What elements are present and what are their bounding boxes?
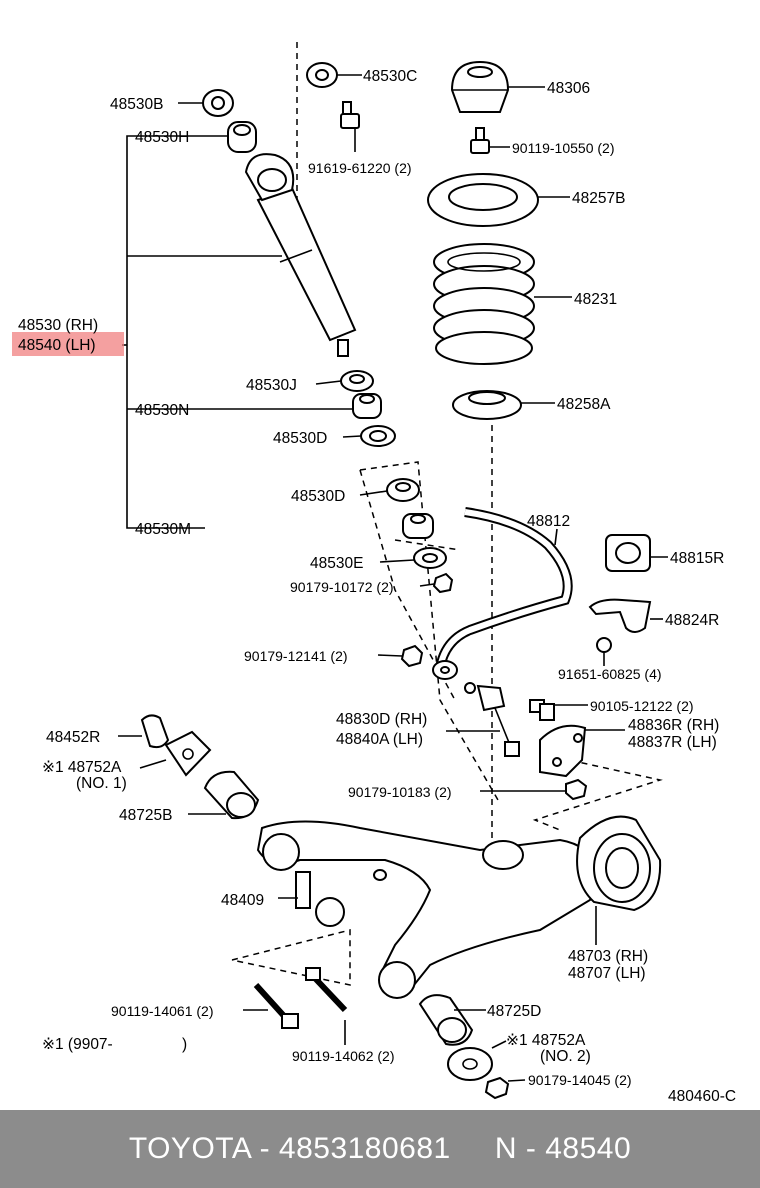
bolt-91651-60825[interactable]	[596, 637, 612, 653]
bushing-48725B[interactable]	[203, 770, 260, 820]
bushing-48530M[interactable]	[402, 513, 434, 539]
label-48530-rh[interactable]: 48530 (RH)	[18, 317, 98, 334]
label-90179-14045[interactable]: 90179-14045 (2)	[528, 1072, 632, 1088]
selected-part-highlight	[12, 332, 124, 356]
bolt-90119-14061[interactable]	[253, 982, 299, 1029]
label-48815R[interactable]: 48815R	[670, 550, 724, 567]
label-90119-14062[interactable]: 90119-14062 (2)	[292, 1048, 394, 1064]
bushing-48725D[interactable]	[418, 994, 474, 1046]
rear-suspension-exploded-diagram: 48530C 48306 48530B 48530H 90119-10550 (…	[12, 42, 736, 1105]
label-48837R-lh[interactable]: 48837R (LH)	[628, 734, 717, 751]
label-90179-12141[interactable]: 90179-12141 (2)	[244, 648, 348, 664]
cover-48452R[interactable]	[140, 714, 170, 749]
part-number-footer: TOYOTA - 4853180681 N - 48540	[0, 1110, 760, 1188]
label-48540-lh[interactable]: 48540 (LH)	[18, 337, 96, 354]
label-48257B[interactable]: 48257B	[572, 190, 625, 207]
label-48530H[interactable]: 48530H	[135, 129, 189, 146]
washer-48530E[interactable]	[413, 547, 447, 569]
bolt-48409[interactable]	[295, 871, 345, 927]
leader-lines	[118, 74, 668, 1082]
label-48530C[interactable]: 48530C	[363, 68, 417, 85]
label-48752A-no1-note: (NO. 1)	[76, 775, 127, 792]
spring-insulator-48258A[interactable]	[452, 390, 522, 420]
label-48725B[interactable]: 48725B	[119, 807, 172, 824]
lower-arm-48709[interactable]	[256, 820, 602, 999]
label-48530E[interactable]: 48530E	[310, 555, 363, 572]
label-48836R-rh[interactable]: 48836R (RH)	[628, 717, 719, 734]
stabilizer-bar-48812[interactable]	[432, 507, 573, 680]
label-48530M[interactable]: 48530M	[135, 521, 191, 538]
shock-bracket-lines	[122, 135, 355, 529]
part-labels: 48530C 48306 48530B 48530H 90119-10550 (…	[18, 68, 736, 1105]
label-48452R[interactable]: 48452R	[46, 729, 100, 746]
label-48530D-upper[interactable]: 48530D	[273, 430, 327, 447]
footer-part-number-text: TOYOTA - 4853180681 N - 48540	[128, 1132, 632, 1165]
label-90179-10183[interactable]: 90179-10183 (2)	[348, 784, 452, 800]
bushing-48530B[interactable]	[202, 89, 234, 117]
label-diagram-code: 480460-C	[668, 1088, 736, 1105]
spring-seat-48257B[interactable]	[427, 173, 539, 227]
washer-48530D-upper[interactable]	[360, 425, 396, 447]
label-48258A[interactable]: 48258A	[557, 396, 611, 413]
carrier-48703[interactable]	[576, 815, 662, 912]
label-48409[interactable]: 48409	[221, 892, 264, 909]
label-48824R[interactable]: 48824R	[665, 612, 719, 629]
label-48752A-no2-note: (NO. 2)	[540, 1048, 591, 1065]
label-48530B[interactable]: 48530B	[110, 96, 163, 113]
washer-48530D-lower[interactable]	[386, 478, 420, 502]
label-48306[interactable]: 48306	[547, 80, 590, 97]
nut-90179-10183[interactable]	[565, 778, 588, 801]
bolt-90105-12122[interactable]	[529, 699, 555, 721]
label-48530J[interactable]: 48530J	[246, 377, 297, 394]
label-48231[interactable]: 48231	[574, 291, 617, 308]
bump-stopper-48306[interactable]	[450, 60, 510, 113]
label-90119-10550[interactable]: 90119-10550 (2)	[512, 140, 614, 156]
bolt-90119-10550[interactable]	[470, 127, 490, 154]
coil-spring-48231[interactable]	[433, 243, 535, 365]
assembly-guide-lines	[231, 42, 663, 986]
bracket-48824R[interactable]	[588, 598, 652, 633]
label-90119-14061[interactable]: 90119-14061 (2)	[111, 1003, 213, 1019]
label-48752A-no1[interactable]: ※1 48752A	[42, 759, 122, 776]
label-48707-lh[interactable]: 48707 (LH)	[568, 965, 646, 982]
nut-90179-10172[interactable]	[432, 572, 454, 594]
label-48840A-lh[interactable]: 48840A (LH)	[336, 731, 423, 748]
bushing-48530H[interactable]	[227, 121, 257, 153]
stopper-48752A-no1[interactable]	[164, 730, 212, 777]
label-91619-61220[interactable]: 91619-61220 (2)	[308, 160, 412, 176]
label-48752A-no2[interactable]: ※1 48752A	[506, 1032, 586, 1049]
nut-90179-12141[interactable]	[400, 644, 424, 668]
label-48725D[interactable]: 48725D	[487, 1003, 541, 1020]
label-footnote-9907: ※1 (9907-	[42, 1036, 113, 1053]
bolt-91619-61220[interactable]	[340, 101, 360, 129]
bracket-48837R[interactable]	[539, 724, 587, 778]
label-footnote-9907-close: )	[182, 1036, 187, 1053]
bushing-48530C[interactable]	[306, 62, 338, 88]
bushing-48530J[interactable]	[340, 370, 374, 392]
stopper-48752A-no2[interactable]	[447, 1047, 493, 1081]
stabilizer-bushing-48815R[interactable]	[605, 534, 651, 572]
bolt-90119-14062[interactable]	[305, 967, 348, 1013]
label-48530N[interactable]: 48530N	[135, 402, 189, 419]
link-48840A[interactable]	[464, 682, 520, 757]
label-48703-rh[interactable]: 48703 (RH)	[568, 948, 648, 965]
label-48530D-lower[interactable]: 48530D	[291, 488, 345, 505]
label-90179-10172[interactable]: 90179-10172 (2)	[290, 579, 394, 595]
label-48830D-rh[interactable]: 48830D (RH)	[336, 711, 427, 728]
nut-90179-14045[interactable]	[484, 1076, 510, 1100]
bushing-48530N[interactable]	[352, 393, 382, 419]
label-91651-60825[interactable]: 91651-60825 (4)	[558, 666, 662, 682]
shock-absorber-48540[interactable]	[244, 153, 357, 357]
label-90105-12122[interactable]: 90105-12122 (2)	[590, 698, 694, 714]
label-48812[interactable]: 48812	[527, 513, 570, 530]
